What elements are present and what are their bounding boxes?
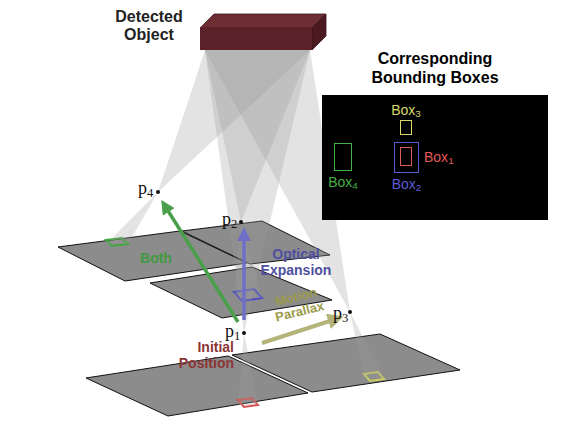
- point-label: p4: [138, 178, 156, 199]
- text-subscript: 4: [352, 180, 357, 191]
- bounding-box-panel: Corresponding Bounding BoxesBox3Box4Box2…: [322, 95, 548, 220]
- heading: Corresponding Bounding Boxes: [355, 50, 515, 87]
- text-base: p: [222, 209, 231, 229]
- bounding-box: Box2Box1: [394, 142, 419, 173]
- camera-point: [348, 310, 352, 314]
- point-label: p1: [225, 321, 243, 342]
- view-cone: [350, 312, 384, 378]
- box-label: Box1: [424, 148, 454, 164]
- camera-point: [239, 220, 243, 224]
- text-subscript: 2: [416, 182, 421, 193]
- both-arrow: [165, 206, 238, 322]
- text-subscript: 3: [342, 311, 348, 325]
- motion-label: Both: [134, 250, 178, 266]
- point-label: p2: [222, 209, 240, 230]
- view-cone: [238, 333, 258, 405]
- text-subscript: 1: [234, 329, 240, 343]
- text-base: p: [333, 303, 342, 323]
- bounding-box: Box4: [334, 143, 352, 171]
- text-base: p: [225, 321, 234, 341]
- expansion-arrow: [242, 234, 246, 320]
- point-label: p3: [333, 303, 351, 324]
- bounding-box: Box3: [400, 120, 412, 135]
- bounding-box: Box1: [400, 147, 412, 166]
- motion-label: Optical Expansion: [256, 246, 336, 278]
- object-side-face: [312, 14, 326, 50]
- text-subscript: 3: [415, 108, 420, 119]
- text-base: Box: [391, 102, 415, 118]
- text-base: Box: [392, 176, 416, 192]
- camera-point: [156, 190, 160, 194]
- box-label: Box4: [328, 174, 358, 190]
- text-base: p: [138, 178, 147, 198]
- object-top-face: [200, 14, 326, 28]
- text-subscript: 1: [448, 155, 453, 166]
- text-base: Box: [424, 148, 448, 164]
- camera-point: [242, 331, 246, 335]
- box-label: Box3: [391, 102, 421, 118]
- parallax-arrow: [262, 319, 336, 343]
- text-base: Box: [328, 174, 352, 190]
- text-subscript: 2: [231, 217, 237, 231]
- view-cone: [234, 222, 262, 298]
- box-label: Box2: [392, 176, 422, 192]
- heading: Detected Object: [106, 8, 192, 45]
- text-subscript: 4: [147, 186, 153, 200]
- position-label: Initial Position: [160, 339, 234, 371]
- object-box: Detected Object: [200, 28, 312, 50]
